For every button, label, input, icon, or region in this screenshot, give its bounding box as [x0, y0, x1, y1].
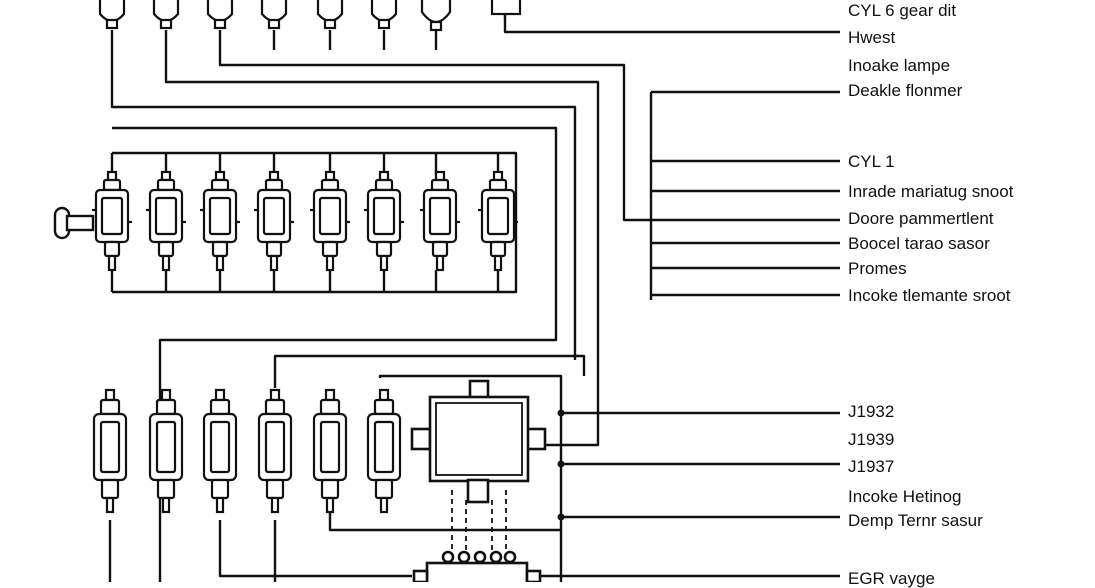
- label-hetinog: Incoke Hetinog: [848, 487, 962, 506]
- coil-pack-icon: [254, 170, 294, 272]
- spark-plug-icon: [206, 0, 234, 30]
- bottom-plug-row: [92, 388, 402, 514]
- coil-pack-icon: [146, 170, 186, 272]
- label-cyl6: CYL 6 gear dit: [848, 1, 957, 20]
- label-lampe: Inoake lampe: [848, 56, 951, 75]
- wire-34: [378, 374, 563, 582]
- coil-pack-icon: [310, 170, 350, 272]
- wire-39: [218, 520, 412, 578]
- label-sasor: Boocel tarao sasor: [848, 234, 990, 253]
- spark-plug-icon: [312, 388, 348, 514]
- wire-1: [164, 30, 600, 447]
- label-j1937: J1937: [848, 457, 895, 476]
- coil-pack-icon: [200, 170, 240, 272]
- spark-plug-icon: [98, 0, 126, 30]
- label-mariatug: Inrade mariatug snoot: [848, 182, 1014, 201]
- label-j1939: J1939: [848, 430, 895, 449]
- coil-pack-icon: [478, 170, 518, 272]
- label-j1932: J1932: [848, 402, 895, 421]
- spark-plug-icon: [202, 388, 238, 514]
- spark-plug-icon: [152, 0, 180, 30]
- spark-plug-icon: [92, 388, 128, 514]
- label-sasur: Demp Ternr sasur: [848, 511, 983, 530]
- label-hwest: Hwest: [848, 28, 896, 47]
- coil-pack-row: [92, 170, 518, 272]
- wire-7: [503, 14, 840, 34]
- spark-plug-icon: [148, 388, 184, 514]
- spark-plug-icon: [257, 388, 293, 514]
- top-plug-row: [98, 0, 522, 32]
- ignition-key-icon: [53, 206, 95, 240]
- harness-dashes: [451, 490, 507, 552]
- label-promes: Promes: [848, 259, 907, 278]
- spark-plug-icon: [316, 0, 344, 30]
- wire-33: [273, 354, 586, 388]
- junction-dots: [557, 409, 565, 521]
- connector-block-icon: [412, 550, 542, 582]
- sensor-icon: [490, 0, 522, 18]
- spark-plug-icon: [260, 0, 288, 30]
- coil-pack-icon: [364, 170, 404, 272]
- spark-plug-icon: [370, 0, 398, 30]
- wire-0: [110, 30, 577, 360]
- spark-plug-icon: [366, 388, 402, 514]
- control-module-icon: [410, 379, 547, 504]
- label-pammertlent: Doore pammertlent: [848, 209, 994, 228]
- wire-38: [328, 495, 561, 532]
- coil-pack-icon: [92, 170, 132, 272]
- spark-plug-icon: [420, 0, 452, 32]
- label-flonmer: Deakle flonmer: [848, 81, 963, 100]
- wire-2: [218, 30, 840, 222]
- label-tlemante: Incoke tlemante sroot: [848, 286, 1011, 305]
- coil-pack-icon: [420, 170, 460, 272]
- label-egr: EGR vayge: [848, 569, 935, 588]
- label-cyl1: CYL 1: [848, 152, 895, 171]
